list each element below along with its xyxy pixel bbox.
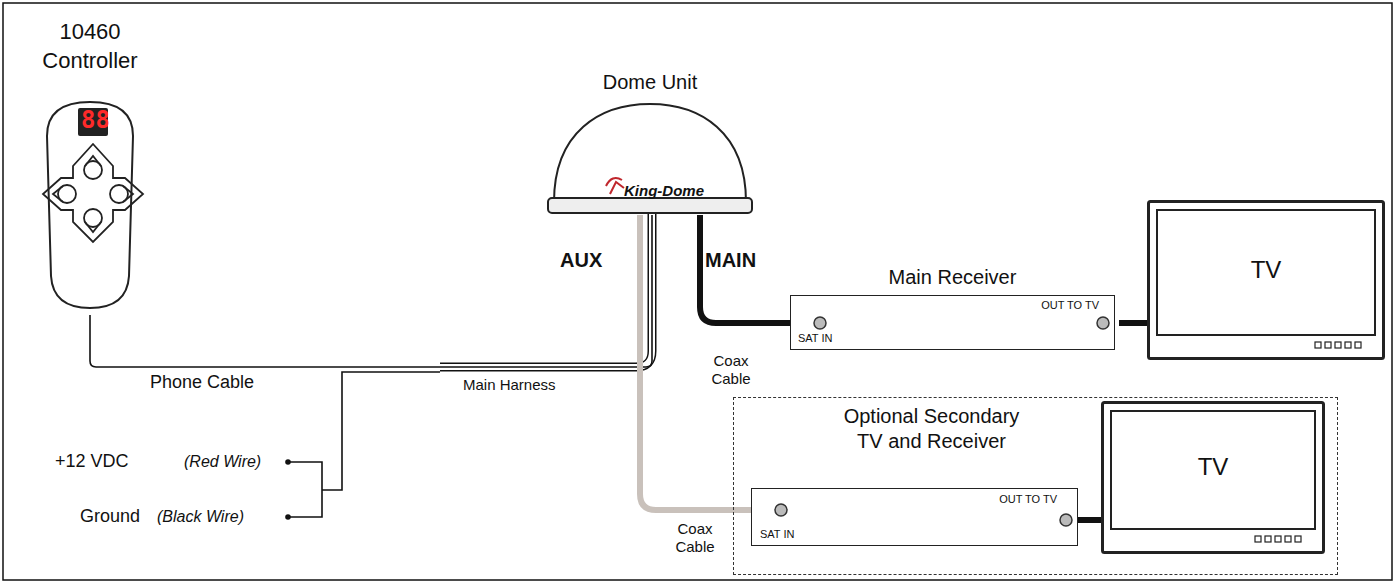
power-wires — [288, 372, 440, 517]
tv-button — [1345, 342, 1351, 348]
phone-cable — [90, 215, 652, 367]
frame-border — [3, 3, 1392, 580]
wire-end — [285, 514, 291, 520]
node-heading: 10460 Controller — [25, 18, 155, 75]
tv-button — [1255, 536, 1261, 542]
controller-node: 10460 Controller — [25, 18, 159, 315]
edge-label: Coax Cable — [670, 520, 720, 556]
tv-frame — [1103, 403, 1324, 553]
logo-icon — [606, 178, 624, 194]
port-label: OUT TO TV — [1041, 299, 1099, 312]
dome-unit: Dome UnitKing-Dome — [540, 70, 764, 215]
node-heading: TV — [1111, 453, 1315, 482]
display-digits: 88 — [81, 106, 110, 135]
cable-name: Main Harness — [463, 376, 556, 394]
receiver-box: Main ReceiverSAT IN OUT TO TV — [790, 265, 1119, 350]
tv-set: TV — [1147, 200, 1385, 360]
tv-button — [1265, 536, 1271, 542]
tv-screen — [1157, 210, 1375, 335]
port-label: OUT TO TV — [999, 493, 1057, 506]
optional-region: Optional Secondary TV and ReceiverSAT IN… — [733, 397, 1338, 575]
dome-shell — [554, 104, 746, 202]
dpad — [43, 144, 143, 242]
receiver-box: SAT IN OUT TO TV — [751, 488, 1078, 546]
node-heading: TV — [1157, 256, 1375, 285]
wire-end — [285, 459, 291, 465]
tv-button — [1335, 342, 1341, 348]
tv-screen — [1111, 411, 1315, 529]
terminal-name: +12 VDC — [55, 451, 129, 473]
wire-color: (Black Wire) — [157, 507, 244, 526]
tv-button — [1285, 536, 1291, 542]
port-name: AUX — [560, 248, 602, 272]
dome-base — [548, 198, 752, 213]
port-label: SAT IN — [798, 332, 832, 345]
tv-frame — [1149, 202, 1384, 359]
node-heading: Dome Unit — [540, 70, 760, 94]
connector-fitting — [1060, 514, 1072, 526]
tv-button — [1315, 342, 1321, 348]
port-name: MAIN — [705, 248, 756, 272]
connector-fitting — [1097, 317, 1109, 329]
tv-set: TV — [1101, 401, 1325, 554]
main-harness-inner — [440, 214, 652, 367]
main-harness — [440, 214, 652, 367]
tv-button — [1325, 342, 1331, 348]
connector-fitting — [775, 504, 787, 516]
coax-cable — [700, 215, 790, 323]
port-label: King-Dome — [624, 182, 704, 200]
tv-button — [1275, 536, 1281, 542]
tv-button — [1295, 536, 1301, 542]
node-heading: Optional Secondary TV and Receiver — [834, 404, 1029, 454]
arrows — [53, 156, 133, 232]
edge-label: Coax Cable — [706, 352, 756, 388]
terminal-name: Ground — [80, 506, 140, 528]
video-cable — [1078, 517, 1101, 523]
wire-color: (Red Wire) — [184, 452, 261, 471]
tv-button — [1355, 342, 1361, 348]
controller-body — [47, 102, 133, 308]
node-heading: SAT IN — [760, 528, 794, 541]
connector-fitting — [814, 317, 826, 329]
dpad-outline — [43, 144, 143, 242]
node-heading: Main Receiver — [790, 265, 1115, 289]
video-cable — [1119, 320, 1147, 326]
edge-label: Phone Cable — [150, 372, 254, 394]
